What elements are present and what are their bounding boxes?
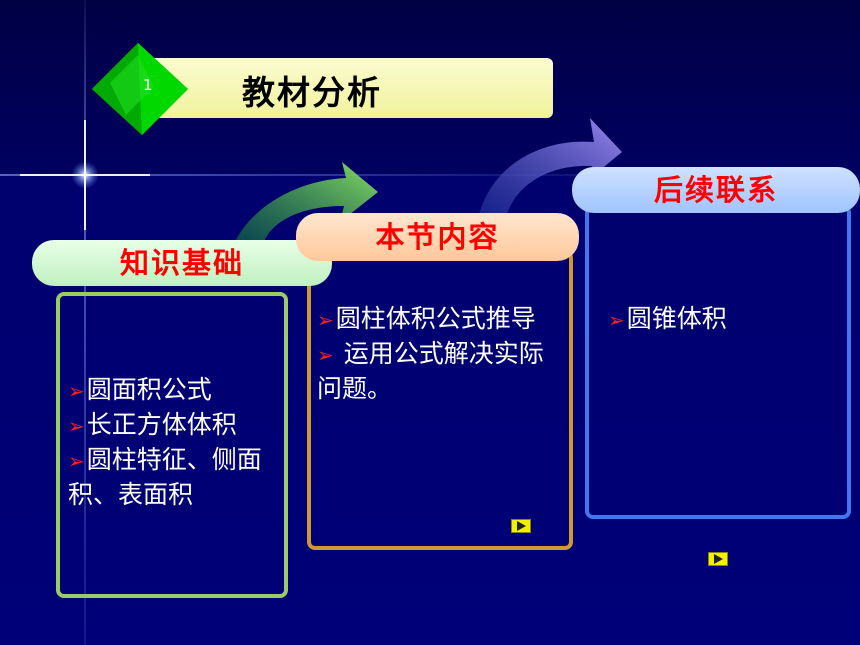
basis-box [56, 292, 288, 598]
arrowhead-icon: ➢ [317, 343, 334, 367]
play-button-icon[interactable] [708, 552, 728, 566]
list-item: ➢圆柱特征、侧面积、表面积 [68, 445, 262, 509]
list-item: ➢长正方体体积 [68, 410, 237, 439]
sparkle-icon [20, 120, 150, 230]
arrowhead-icon: ➢ [317, 308, 334, 332]
decorative-vertical-line [84, 0, 86, 645]
heading-knowledge-basis: 知识基础 [32, 240, 332, 286]
heading-section-content: 本节内容 [296, 213, 579, 261]
list-item: ➢圆锥体积 [608, 304, 727, 333]
title-bar [145, 58, 553, 118]
list-item: ➢圆面积公式 [68, 375, 212, 404]
follow-box [585, 205, 851, 519]
play-button-icon[interactable] [511, 519, 531, 533]
heading-follow-up: 后续联系 [572, 167, 860, 213]
arrowhead-icon: ➢ [68, 379, 85, 403]
slide-number: 1 [143, 76, 153, 94]
list-item: ➢圆柱体积公式推导 [317, 304, 536, 333]
follow-list: ➢圆锥体积 [608, 302, 838, 337]
arrowhead-icon: ➢ [68, 449, 85, 473]
slide-title: 教材分析 [242, 73, 382, 112]
content-list: ➢圆柱体积公式推导 ➢ 运用公式解决实际问题。 [317, 302, 557, 406]
basis-list: ➢圆面积公式 ➢长正方体体积 ➢圆柱特征、侧面积、表面积 [68, 373, 273, 512]
diamond-icon [92, 43, 188, 135]
list-item: ➢ 运用公式解决实际问题。 [317, 339, 544, 403]
arrowhead-icon: ➢ [68, 414, 85, 438]
arrowhead-icon: ➢ [608, 308, 625, 332]
decorative-horizontal-line [0, 174, 860, 176]
